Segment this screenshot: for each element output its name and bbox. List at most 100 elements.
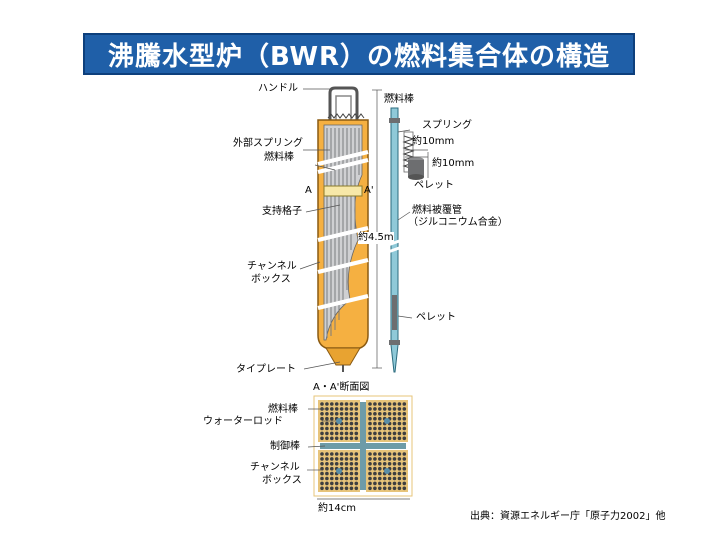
- fuel-rod-dot: [320, 476, 324, 481]
- fuel-rod-dot: [320, 436, 324, 441]
- fuel-rod-dot: [378, 486, 382, 491]
- fuel-rod-dot: [402, 481, 407, 486]
- fuel-rod-dot: [373, 431, 377, 436]
- fuel-rod-dot: [402, 426, 407, 431]
- fuel-rod-dot: [368, 462, 372, 466]
- fuel-rod-dot: [387, 452, 392, 456]
- fuel-rod-dot: [354, 462, 359, 466]
- fuel-rod-dot: [330, 402, 334, 406]
- fuel-rod-dot: [382, 481, 387, 486]
- fuel-rod-dot: [339, 462, 344, 466]
- fuel-rod-dot: [325, 436, 329, 441]
- fuel-rod-dot: [397, 436, 402, 441]
- fuel-rod-dot: [378, 462, 382, 466]
- fuel-rod-dot: [344, 421, 349, 426]
- fuel-rod-dot: [392, 402, 397, 406]
- fuel-rod-dot: [354, 416, 359, 421]
- fuel-rod-dot: [330, 486, 334, 491]
- fuel-rod-dot: [368, 486, 372, 491]
- fuel-rod-dot: [339, 457, 344, 461]
- fuel-rod-dot: [382, 476, 387, 481]
- fuel-rod-dot: [368, 466, 372, 471]
- fuel-rod-dot: [392, 431, 397, 436]
- fuel-rod-dot: [378, 457, 382, 461]
- fuel-rod-dot: [344, 457, 349, 461]
- fuel-rod-dot: [344, 486, 349, 491]
- fuel-rod-dot: [392, 426, 397, 431]
- fuel-rod-dot: [373, 426, 377, 431]
- fuel-rod-dot: [402, 416, 407, 421]
- fuel-rod-dot: [325, 481, 329, 486]
- fuel-rod-dot: [334, 486, 339, 491]
- fuel-rod-dot: [373, 421, 377, 426]
- fuel-rod-dot: [325, 416, 329, 421]
- fuel-rod-dot: [325, 407, 329, 411]
- fuel-rod-dot: [354, 452, 359, 456]
- fuel-rod-dot: [402, 466, 407, 471]
- fuel-rod-dot: [344, 402, 349, 406]
- fuel-rod-dot: [325, 457, 329, 461]
- fuel-rod-dot: [382, 402, 387, 406]
- fuel-rod-dot: [397, 452, 402, 456]
- fuel-rod-dot: [344, 462, 349, 466]
- fuel-rod-dot: [320, 486, 324, 491]
- fuel-rod-dot: [330, 436, 334, 441]
- fuel-rod-dot: [349, 481, 354, 486]
- label-channel-box-1: チャンネル: [247, 261, 297, 272]
- fuel-rod-dot: [320, 462, 324, 466]
- fuel-rod-dot: [397, 486, 402, 491]
- section-leaders: [307, 408, 410, 500]
- fuel-rod-dot: [402, 462, 407, 466]
- source-credit: 出典：資源エネルギー庁「原子力2002」他: [470, 511, 666, 522]
- fuel-rod-dot: [373, 407, 377, 411]
- fuel-rod-dot: [349, 462, 354, 466]
- fuel-rod-dot: [354, 486, 359, 491]
- fuel-rod-dot: [392, 466, 397, 471]
- fuel-rod-dot: [373, 471, 377, 476]
- fuel-rod-dot: [354, 457, 359, 461]
- label-spring: スプリング: [422, 120, 472, 131]
- fuel-rod-dot: [325, 421, 329, 426]
- fuel-rod-dot: [325, 426, 329, 431]
- fuel-rod-dot: [392, 481, 397, 486]
- page-title: 沸騰水型炉（BWR）の燃料集合体の構造: [107, 41, 611, 72]
- fuel-rod-dot: [320, 412, 324, 416]
- fuel-rod-dot: [387, 476, 392, 481]
- fuel-rod-dot: [330, 412, 334, 416]
- fuel-rod-dot: [349, 416, 354, 421]
- fuel-rod-dot: [339, 412, 344, 416]
- fuel-rod-dot: [373, 462, 377, 466]
- fuel-rod-dot: [378, 421, 382, 426]
- fuel-rod-dot: [349, 402, 354, 406]
- fuel-rod-dot: [387, 412, 392, 416]
- fuel-rod-dot: [334, 407, 339, 411]
- fuel-rod-dot: [402, 402, 407, 406]
- fuel-rod-dot: [320, 481, 324, 486]
- label-control-rod: 制御棒: [270, 441, 300, 452]
- fuel-rod-dot: [402, 412, 407, 416]
- fuel-rod-dot: [373, 481, 377, 486]
- fuel-rod-dot: [397, 471, 402, 476]
- fuel-rod-dot: [354, 402, 359, 406]
- fuel-rod-dot: [387, 486, 392, 491]
- fuel-rod-dot: [339, 407, 344, 411]
- fuel-rod-dot: [339, 486, 344, 491]
- fuel-rod-dot: [354, 436, 359, 441]
- fuel-rod-dot: [373, 412, 377, 416]
- fuel-rod-dot: [349, 476, 354, 481]
- fuel-rod-dot: [382, 436, 387, 441]
- fuel-rod-dot: [325, 471, 329, 476]
- fuel-rod-dot: [368, 457, 372, 461]
- fuel-rod-dot: [330, 471, 334, 476]
- fuel-rod-dot: [378, 407, 382, 411]
- fuel-rod-dot: [349, 426, 354, 431]
- leader-lines: [299, 88, 429, 370]
- fuel-rod-dot: [392, 486, 397, 491]
- fuel-rod-dot: [373, 486, 377, 491]
- fuel-rod-dot: [320, 431, 324, 436]
- fuel-rod-dot: [368, 471, 372, 476]
- fuel-rod-dot: [349, 431, 354, 436]
- fuel-rod-dot: [334, 426, 339, 431]
- fuel-rod-dot: [368, 476, 372, 481]
